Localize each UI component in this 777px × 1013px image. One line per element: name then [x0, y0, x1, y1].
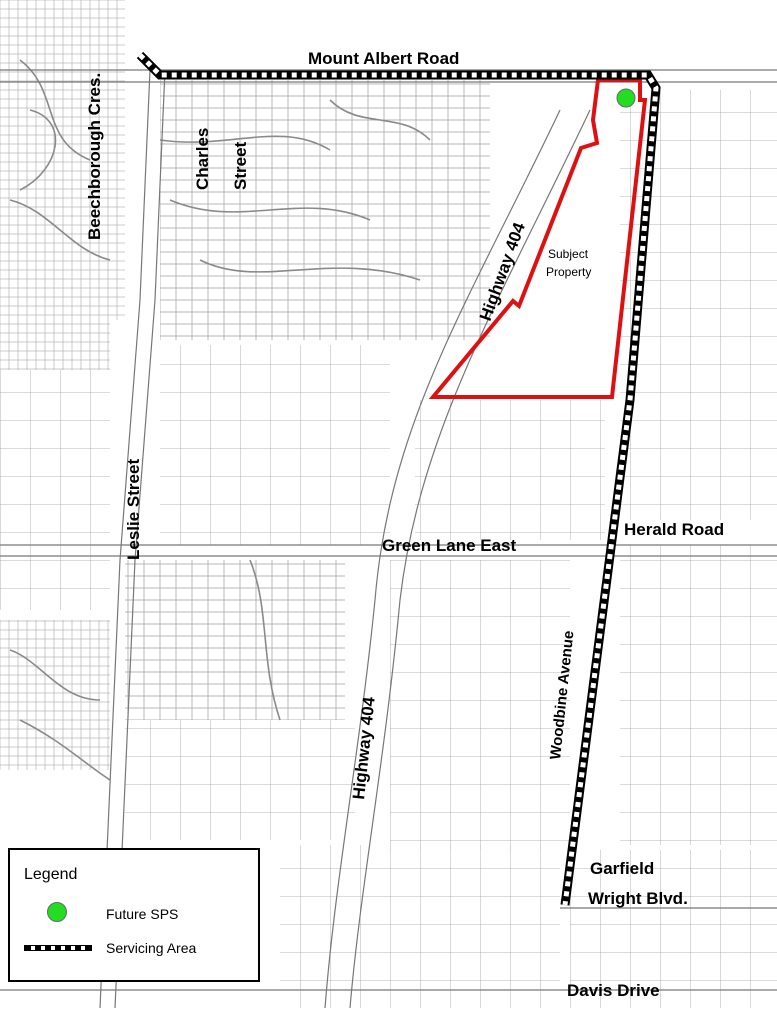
label-mount-albert-road: Mount Albert Road [308, 49, 459, 68]
legend-box: Legend Future SPS Servicing Area [8, 848, 260, 982]
future-sps-marker[interactable] [616, 88, 636, 108]
label-garfield: Garfield [590, 859, 654, 878]
servicing-area-icon [24, 945, 92, 951]
servicing-area-line[interactable] [136, 51, 661, 906]
label-wright-blvd: Wright Blvd. [588, 889, 688, 908]
label-charles: Charles [193, 128, 212, 190]
legend-servicing-area-label: Servicing Area [106, 940, 197, 956]
legend-title: Legend [24, 866, 78, 883]
label-green-lane-east: Green Lane East [382, 536, 517, 555]
label-charles-street: Street [231, 141, 250, 190]
label-leslie-street: Leslie Street [124, 459, 143, 560]
label-herald-road: Herald Road [624, 520, 724, 539]
legend-future-sps-label: Future SPS [106, 906, 179, 922]
label-subject: Subject [548, 247, 589, 261]
label-davis-drive: Davis Drive [567, 981, 660, 1000]
subject-property-outline[interactable] [428, 78, 648, 399]
road-corridors [0, 69, 777, 1009]
future-sps-icon [47, 902, 67, 922]
label-beechborough-cres: Beechborough Cres. [85, 73, 104, 240]
label-property: Property [546, 265, 591, 279]
